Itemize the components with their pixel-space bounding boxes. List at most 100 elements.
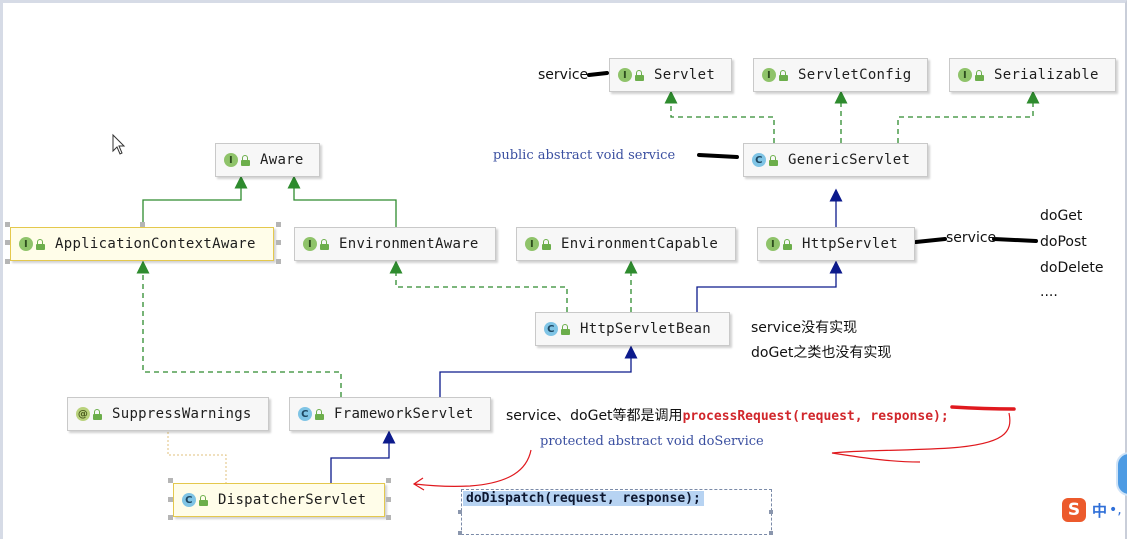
selection-handle[interactable] [168, 478, 173, 483]
edge-appctxaware-aware [142, 175, 248, 227]
node-label: GenericServlet [788, 152, 911, 168]
interface-icon: I [224, 153, 238, 167]
note-servlet-service: service [538, 67, 589, 83]
interface-icon: I [958, 68, 972, 82]
node-label: DispatcherServlet [218, 492, 367, 508]
note-framework: service、doGet等都是调用processRequest(request… [506, 405, 949, 425]
node-servletconfig[interactable]: I ServletConfig [753, 58, 928, 92]
selection-handle[interactable] [769, 531, 773, 535]
node-label: FrameworkServlet [334, 406, 474, 422]
selection-handle[interactable] [386, 478, 391, 483]
floating-side-button[interactable] [1116, 452, 1127, 496]
ink-mark-servlet [587, 71, 609, 77]
edge-suppress-dispatcher [167, 432, 227, 483]
mouse-cursor-icon [112, 133, 126, 155]
ime-punctuation-toggle[interactable]: •, [1109, 502, 1122, 518]
node-frameworkservlet[interactable]: C FrameworkServlet [289, 397, 491, 431]
ime-toolbar[interactable]: S 中 •, [1062, 498, 1122, 522]
note-doget: doGet [1040, 208, 1083, 224]
selection-handle[interactable] [5, 259, 10, 264]
selection-handle[interactable] [5, 222, 10, 227]
edge-framework-appctxaware [136, 260, 342, 397]
lock-icon [542, 238, 551, 250]
interface-icon: I [618, 68, 632, 82]
node-genericservlet[interactable]: C GenericServlet [743, 143, 928, 177]
note-generic-abstract-service: public abstract void service [493, 148, 676, 163]
edge-genericservlet-servlet [664, 90, 775, 143]
lock-icon [93, 408, 102, 420]
lock-icon [769, 154, 778, 166]
ink-red-curve [831, 412, 1011, 463]
node-label: HttpServletBean [580, 321, 711, 337]
sogou-logo-icon[interactable]: S [1062, 498, 1086, 522]
lock-icon [315, 408, 324, 420]
ink-red-underline [950, 405, 1016, 411]
ink-mark-http-left [914, 237, 947, 244]
node-servlet[interactable]: I Servlet [609, 58, 732, 92]
edge-dispatcher-framework [330, 430, 396, 483]
selection-handle[interactable] [386, 515, 391, 520]
ink-mark-http-right [992, 237, 1038, 243]
interface-icon: I [766, 237, 780, 251]
selection-handle[interactable] [168, 497, 173, 502]
node-suppresswarnings[interactable]: @ SuppressWarnings [67, 397, 269, 431]
node-label: ServletConfig [798, 67, 912, 83]
class-icon: C [182, 493, 196, 507]
node-label: HttpServlet [802, 236, 899, 252]
ime-language-toggle[interactable]: 中 [1092, 501, 1108, 520]
lock-icon [241, 154, 250, 166]
selection-handle[interactable] [168, 515, 173, 520]
lock-icon [36, 238, 45, 250]
edge-envaware-aware [287, 175, 397, 227]
lock-icon [783, 238, 792, 250]
interface-icon: I [303, 237, 317, 251]
note-dopost: doPost [1040, 234, 1087, 250]
node-label: Serializable [994, 67, 1099, 83]
selection-handle[interactable] [276, 222, 281, 227]
class-icon: C [544, 322, 558, 336]
annotation-icon: @ [76, 407, 90, 421]
selection-handle[interactable] [276, 240, 281, 245]
note-doservice: protected abstract void doService [540, 434, 764, 449]
edge-bean-httpservlet [696, 260, 843, 312]
selection-handle[interactable] [458, 510, 462, 514]
selection-handle[interactable] [5, 240, 10, 245]
node-aware[interactable]: I Aware [215, 143, 320, 177]
lock-icon [199, 494, 208, 506]
ink-red-arrow [412, 449, 532, 491]
node-label: Servlet [654, 67, 716, 83]
selection-handle[interactable] [458, 531, 462, 535]
selection-handle[interactable] [769, 510, 773, 514]
note-bean-2: doGet之类也没有实现 [751, 345, 892, 361]
node-serializable[interactable]: I Serializable [949, 58, 1116, 92]
node-label: SuppressWarnings [112, 406, 252, 422]
class-icon: C [752, 153, 766, 167]
node-dispatcherservlet[interactable]: C DispatcherServlet [173, 483, 385, 517]
node-applicationcontextaware[interactable]: I ApplicationContextAware [10, 227, 274, 261]
selection-handle[interactable] [276, 259, 281, 264]
lock-icon [975, 69, 984, 81]
selection-handle[interactable] [386, 497, 391, 502]
edge-bean-envaware [389, 260, 568, 312]
node-httpservlet[interactable]: I HttpServlet [757, 227, 915, 261]
node-environmentcapable[interactable]: I EnvironmentCapable [516, 227, 736, 261]
note-framework-prefix: service、doGet等都是调用 [506, 408, 683, 424]
class-icon: C [298, 407, 312, 421]
edge-genericservlet-serializable [897, 90, 1040, 143]
interface-icon: I [525, 237, 539, 251]
note-dodispatch[interactable]: doDispatch(request, response); [463, 491, 704, 506]
interface-icon: I [19, 237, 33, 251]
node-httpservletbean[interactable]: C HttpServletBean [535, 312, 730, 346]
lock-icon [320, 238, 329, 250]
note-ellipsis: .... [1040, 284, 1058, 300]
node-environmentaware[interactable]: I EnvironmentAware [294, 227, 496, 261]
lock-icon [561, 323, 570, 335]
note-http-service: service [946, 230, 997, 246]
note-framework-code: processRequest(request, response); [682, 409, 949, 424]
edge-framework-bean [439, 345, 638, 397]
ink-mark-generic [697, 153, 739, 159]
interface-icon: I [762, 68, 776, 82]
selection-handle[interactable] [140, 222, 145, 227]
